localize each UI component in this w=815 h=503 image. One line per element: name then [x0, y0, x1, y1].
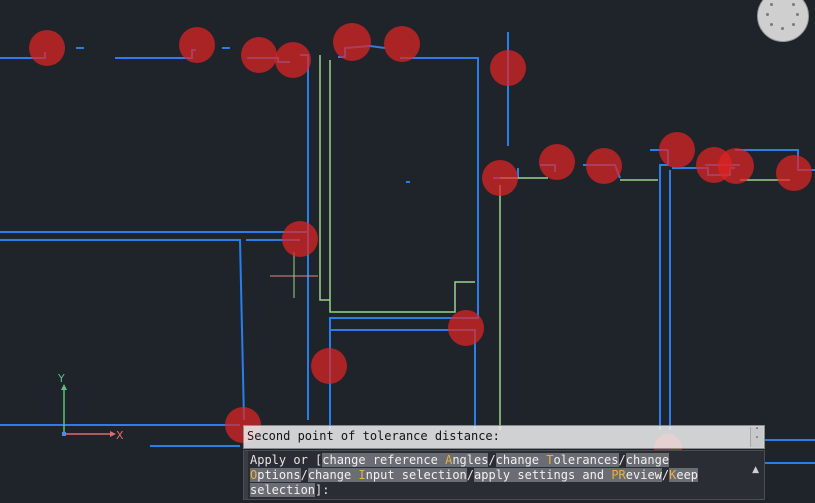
- marker: [311, 348, 347, 384]
- scroll-down-icon[interactable]: ˅: [755, 436, 759, 444]
- marker: [333, 23, 371, 61]
- green-line: [329, 60, 475, 313]
- command-line-text: Apply or [change reference Angles/change…: [250, 453, 699, 497]
- green-line: [319, 55, 330, 301]
- option-angles[interactable]: change reference Angles: [322, 453, 489, 467]
- ucs-x-label: X: [116, 429, 124, 442]
- ucs-y-label: Y: [58, 372, 65, 385]
- marker: [586, 148, 622, 184]
- marker: [384, 26, 420, 62]
- marker: [776, 155, 812, 191]
- marker: [29, 30, 65, 66]
- wall-lines: [0, 32, 815, 464]
- marker: [275, 42, 311, 78]
- wall-line: [329, 57, 479, 430]
- marker: [659, 132, 695, 168]
- marker: [490, 50, 526, 86]
- wall-line: [659, 150, 669, 430]
- scroll-up-icon[interactable]: ˄: [755, 427, 759, 435]
- marker: [718, 148, 754, 184]
- wall-line: [0, 239, 245, 421]
- navigation-wheel-icon[interactable]: [757, 0, 809, 42]
- prompt-scrollbar[interactable]: ˄ ˅: [750, 427, 763, 447]
- command-line-grip[interactable]: [244, 451, 248, 499]
- wall-line: [330, 329, 476, 430]
- marker: [282, 221, 318, 257]
- prompt-text: Second point of tolerance distance:: [247, 429, 500, 443]
- option-tolerances[interactable]: change Tolerances: [495, 453, 619, 467]
- option-input-selection[interactable]: change Input selection: [307, 468, 467, 482]
- marker: [179, 27, 215, 63]
- option-preview[interactable]: apply settings and PReview: [474, 468, 662, 482]
- marker: [539, 144, 575, 180]
- command-prompt-history: Second point of tolerance distance: ˄ ˅: [243, 425, 765, 449]
- marker: [448, 310, 484, 346]
- marker: [482, 160, 518, 196]
- selection-markers: [29, 23, 812, 462]
- marker: [241, 37, 277, 73]
- ucs-axis-icon: [61, 384, 116, 437]
- crosshair-cursor-icon: [270, 252, 318, 298]
- command-history-caret-icon[interactable]: ▲: [752, 465, 759, 475]
- command-prefix: Apply or [: [250, 453, 323, 467]
- green-lines: [319, 55, 790, 430]
- command-line[interactable]: Apply or [change reference Angles/change…: [243, 450, 765, 500]
